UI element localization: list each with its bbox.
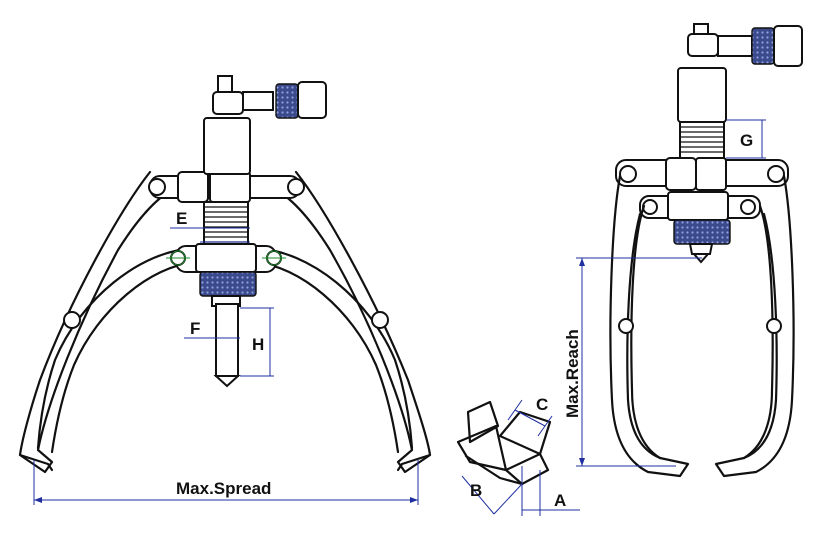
label-f: F bbox=[190, 319, 200, 338]
cylinder-body bbox=[203, 117, 251, 175]
right-inner-arm bbox=[252, 246, 414, 450]
jaw-detail bbox=[456, 400, 552, 486]
label-max-reach: Max.Reach bbox=[563, 329, 582, 418]
cylinder-body-side bbox=[677, 67, 727, 123]
puller-front-view bbox=[18, 75, 432, 474]
left-inner-arm-edge bbox=[50, 260, 198, 454]
knurled-nut-side bbox=[673, 219, 731, 245]
dimension-c: C bbox=[507, 395, 553, 437]
label-e: E bbox=[176, 209, 187, 228]
plunger bbox=[215, 303, 239, 377]
knurled-nut bbox=[199, 271, 257, 297]
right-outer-arm bbox=[270, 170, 432, 474]
coupler-knurl bbox=[275, 83, 299, 119]
label-h: H bbox=[252, 335, 264, 354]
coupler-knurl-side bbox=[751, 27, 775, 65]
dimension-a: A bbox=[521, 466, 580, 516]
puller-side-view bbox=[609, 23, 803, 478]
label-c: C bbox=[536, 395, 548, 414]
right-arm-side bbox=[714, 174, 795, 478]
left-inner-arm bbox=[36, 246, 198, 450]
label-b: B bbox=[470, 481, 482, 500]
label-g: G bbox=[740, 131, 753, 150]
label-a: A bbox=[554, 491, 566, 510]
dimension-max-reach: Max.Reach bbox=[563, 257, 702, 467]
left-arm-side bbox=[609, 174, 690, 478]
right-inner-arm-edge bbox=[252, 260, 400, 454]
dimension-max-spread: Max.Spread bbox=[33, 460, 419, 505]
dimension-e: E bbox=[170, 209, 250, 243]
left-outer-arm bbox=[18, 170, 178, 474]
dimension-f: F bbox=[184, 319, 240, 339]
dimension-b: B bbox=[461, 475, 523, 515]
dimension-g: G bbox=[726, 119, 766, 159]
pivot-guides bbox=[166, 250, 286, 266]
label-max-spread: Max.Spread bbox=[176, 479, 271, 498]
dimension-h: H bbox=[240, 307, 274, 377]
